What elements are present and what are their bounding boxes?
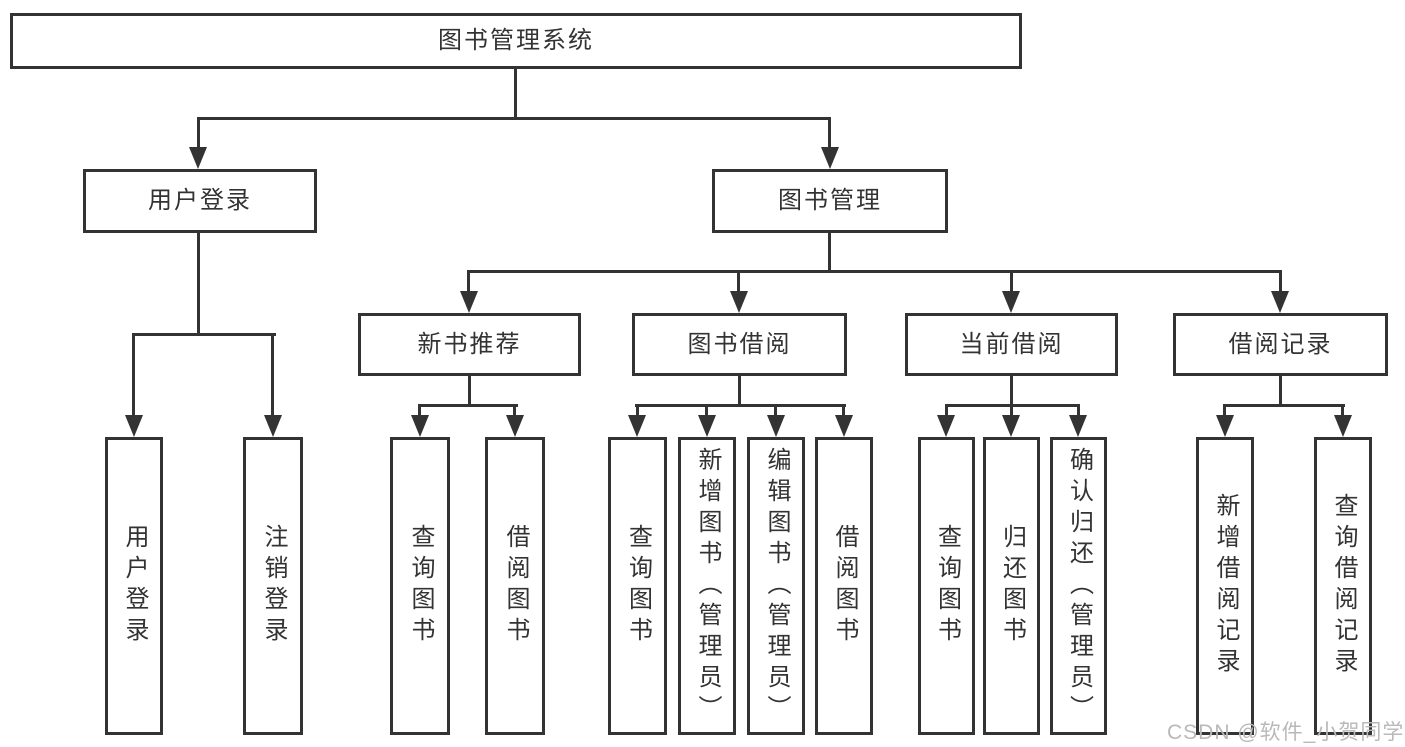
arrowhead: [460, 291, 478, 313]
connector-segment: [197, 233, 200, 335]
node-borrowing-records: 借阅记录: [1173, 313, 1388, 376]
connector-segment: [1279, 270, 1282, 292]
connector-segment: [737, 270, 740, 292]
arrowhead: [1216, 415, 1234, 437]
connector-segment: [828, 117, 831, 150]
node-label: 新增借阅记录: [1212, 493, 1239, 679]
node-label: 新书推荐: [417, 330, 522, 358]
arrowhead: [125, 415, 143, 437]
arrowhead: [264, 415, 282, 437]
connector-segment: [271, 333, 274, 415]
leaf-user-login: 用户登录: [105, 437, 163, 735]
leaf-logout: 注销登录: [243, 437, 303, 735]
node-label: 用户登录: [148, 187, 252, 214]
leaf-add-borrow-record: 新增借阅记录: [1196, 437, 1254, 735]
node-label: 当前借阅: [959, 330, 1064, 358]
node-label: 注销登录: [260, 524, 287, 648]
node-label: 图书管理: [778, 187, 882, 214]
node-label: 归还图书: [998, 524, 1026, 648]
leaf-query-books-current: 查询图书: [918, 437, 975, 735]
connector-segment: [1279, 376, 1282, 406]
node-label: 编辑图书（管理员）: [763, 446, 790, 726]
connector-segment: [197, 117, 200, 150]
connector-segment: [418, 404, 518, 407]
leaf-confirm-return-admin: 确认归还（管理员）: [1050, 437, 1107, 735]
connector-segment: [1341, 404, 1344, 415]
connector-segment: [1010, 270, 1013, 292]
leaf-borrow-books: 借阅图书: [815, 437, 873, 735]
connector-segment: [467, 270, 1281, 273]
csdn-watermark: CSDN @软件_小贺同学: [1167, 721, 1405, 744]
arrowhead: [767, 415, 785, 437]
node-label: 图书借阅: [687, 330, 792, 358]
arrowhead: [189, 147, 207, 169]
arrowhead: [1334, 415, 1352, 437]
connector-segment: [513, 404, 516, 415]
connector-segment: [1077, 404, 1080, 415]
connector-segment: [514, 68, 517, 120]
node-label: 用户登录: [121, 524, 148, 648]
connector-segment: [1010, 376, 1013, 406]
connector-segment: [828, 233, 831, 273]
connector-segment: [945, 404, 948, 415]
connector-segment: [842, 404, 845, 415]
arrowhead: [628, 415, 646, 437]
leaf-query-books-borrowing: 查询图书: [608, 437, 667, 735]
connector-segment: [1223, 404, 1226, 415]
node-label: 新增图书（管理员）: [694, 446, 721, 726]
arrowhead: [698, 415, 716, 437]
node-book-borrowing: 图书借阅: [632, 313, 847, 376]
connector-segment: [635, 404, 846, 407]
node-current-borrowing: 当前借阅: [905, 313, 1118, 376]
node-label: 借阅图书: [831, 524, 858, 648]
arrowhead: [937, 415, 955, 437]
node-label: 查询图书: [624, 524, 652, 648]
connector-segment: [774, 404, 777, 415]
connector-segment: [197, 117, 831, 120]
connector-segment: [418, 404, 421, 415]
arrowhead: [411, 415, 429, 437]
leaf-borrow-books-recommend: 借阅图书: [485, 437, 545, 735]
node-label: 查询图书: [407, 524, 434, 648]
node-label: 查询图书: [933, 524, 961, 648]
leaf-return-books: 归还图书: [983, 437, 1040, 735]
connector-segment: [1223, 404, 1345, 407]
node-label: 借阅记录: [1228, 330, 1333, 358]
node-label: 借阅图书: [502, 524, 529, 648]
arrowhead: [835, 415, 853, 437]
connector-segment: [132, 333, 276, 336]
arrowhead: [506, 415, 524, 437]
arrowhead: [1002, 291, 1020, 313]
connector-segment: [738, 376, 741, 406]
leaf-edit-books-admin: 编辑图书（管理员）: [747, 437, 805, 735]
arrowhead: [1271, 291, 1289, 313]
arrowhead: [730, 291, 748, 313]
node-new-book-recommend: 新书推荐: [358, 313, 581, 376]
node-book-management: 图书管理: [712, 169, 948, 233]
connector-segment: [1010, 404, 1013, 415]
node-user-login: 用户登录: [83, 169, 317, 233]
connector-segment: [132, 333, 135, 415]
node-label: 确认归还（管理员）: [1065, 446, 1093, 726]
leaf-query-books-recommend: 查询图书: [390, 437, 450, 735]
node-library-system: 图书管理系统: [10, 13, 1022, 69]
arrowhead: [1002, 415, 1020, 437]
connector-segment: [468, 376, 471, 406]
node-label: 图书管理系统: [438, 27, 594, 54]
node-label: 查询借阅记录: [1330, 493, 1357, 679]
leaf-query-borrow-record: 查询借阅记录: [1314, 437, 1372, 735]
arrowhead: [1069, 415, 1087, 437]
connector-segment: [467, 270, 470, 292]
leaf-add-books-admin: 新增图书（管理员）: [678, 437, 736, 735]
connector-segment: [636, 404, 639, 415]
connector-segment: [705, 404, 708, 415]
arrowhead: [821, 147, 839, 169]
